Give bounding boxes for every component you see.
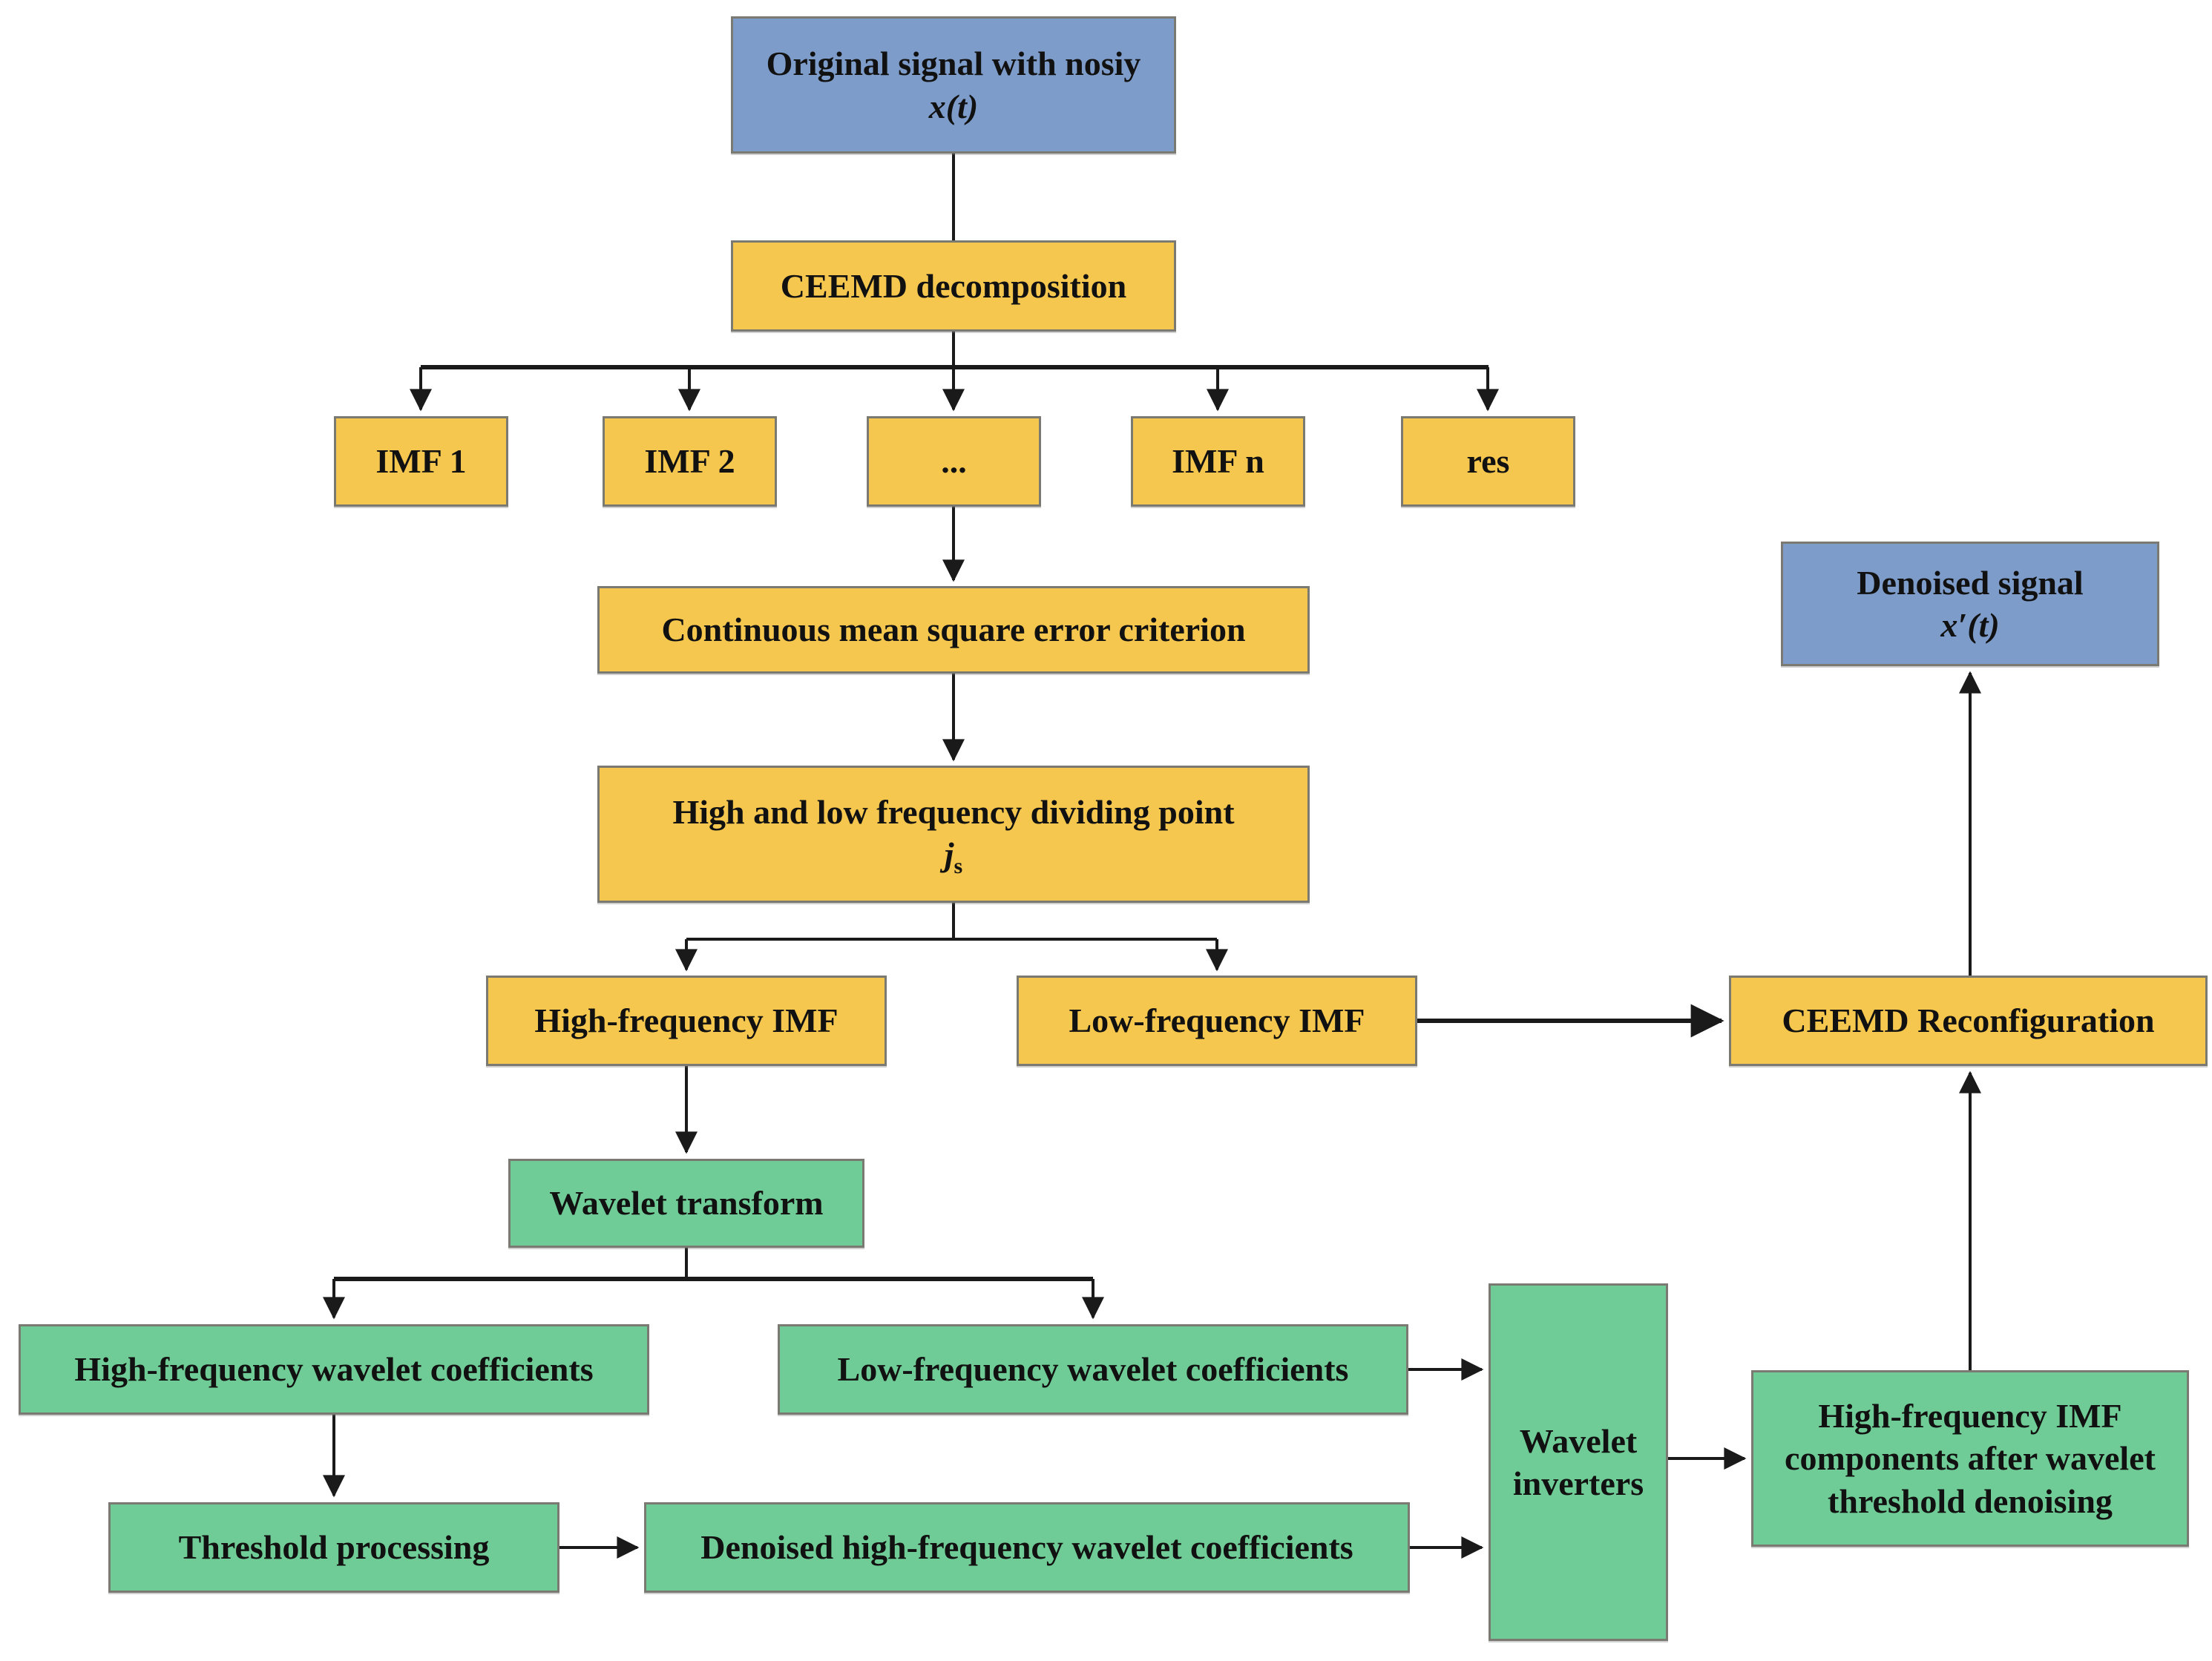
dividing-point-symbol-base: j: [944, 835, 954, 874]
hf-imf-components-label: High-frequency IMF components after wave…: [1785, 1396, 2156, 1520]
ceemd-decomposition-label: CEEMD decomposition: [780, 266, 1127, 305]
denoised-signal-label: Denoised signal: [1857, 563, 2084, 602]
imf2-label: IMF 2: [644, 442, 735, 481]
node-hf-wavelet-coefficients: High-frequency wavelet coefficients: [19, 1324, 649, 1415]
node-res: res: [1401, 416, 1575, 507]
node-dividing-point: High and low frequency dividing point js: [597, 766, 1310, 903]
denoised-hf-coefficients-label: Denoised high-frequency wavelet coeffici…: [700, 1528, 1353, 1567]
node-low-frequency-imf: Low-frequency IMF: [1017, 976, 1417, 1066]
dividing-point-symbol: js: [945, 833, 962, 878]
node-denoised-hf-coefficients: Denoised high-frequency wavelet coeffici…: [644, 1502, 1410, 1593]
node-high-frequency-imf: High-frequency IMF: [486, 976, 887, 1066]
denoised-signal-symbol: x′(t): [1940, 606, 2000, 644]
high-frequency-imf-label: High-frequency IMF: [534, 1001, 838, 1040]
node-imf1: IMF 1: [334, 416, 508, 507]
node-wavelet-inverters: Wavelet inverters: [1489, 1283, 1668, 1641]
node-imf-dots: ...: [867, 416, 1041, 507]
node-ceemd-reconfiguration: CEEMD Reconfiguration: [1729, 976, 2208, 1066]
lf-wavelet-coefficients-label: Low-frequency wavelet coefficients: [837, 1350, 1349, 1389]
node-ceemd-decomposition: CEEMD decomposition: [731, 240, 1176, 332]
threshold-processing-label: Threshold processing: [178, 1528, 490, 1567]
node-wavelet-transform: Wavelet transform: [508, 1159, 864, 1248]
node-denoised-signal: Denoised signal x′(t): [1781, 542, 2159, 666]
imf-dots-label: ...: [941, 442, 967, 481]
hf-wavelet-coefficients-label: High-frequency wavelet coefficients: [74, 1350, 594, 1389]
res-label: res: [1466, 442, 1510, 481]
node-cmse-criterion: Continuous mean square error criterion: [597, 586, 1310, 674]
original-signal-label: Original signal with nosiy: [766, 45, 1141, 82]
ceemd-reconfiguration-label: CEEMD Reconfiguration: [1782, 1001, 2155, 1040]
original-signal-symbol: x(t): [928, 87, 979, 125]
imf1-label: IMF 1: [375, 442, 467, 481]
dividing-point-symbol-sub: s: [954, 854, 963, 879]
imf-n-label: IMF n: [1172, 442, 1264, 481]
dividing-point-label: High and low frequency dividing point: [672, 792, 1235, 831]
low-frequency-imf-label: Low-frequency IMF: [1069, 1001, 1365, 1040]
wavelet-inverters-label: Wavelet inverters: [1512, 1421, 1644, 1503]
node-imf2: IMF 2: [603, 416, 777, 507]
node-hf-imf-components: High-frequency IMF components after wave…: [1751, 1370, 2189, 1547]
node-original-signal: Original signal with nosiy x(t): [731, 16, 1176, 154]
node-threshold-processing: Threshold processing: [108, 1502, 559, 1593]
node-lf-wavelet-coefficients: Low-frequency wavelet coefficients: [778, 1324, 1408, 1415]
node-imf-n: IMF n: [1131, 416, 1305, 507]
wavelet-transform-label: Wavelet transform: [549, 1184, 824, 1223]
cmse-criterion-label: Continuous mean square error criterion: [661, 611, 1246, 649]
